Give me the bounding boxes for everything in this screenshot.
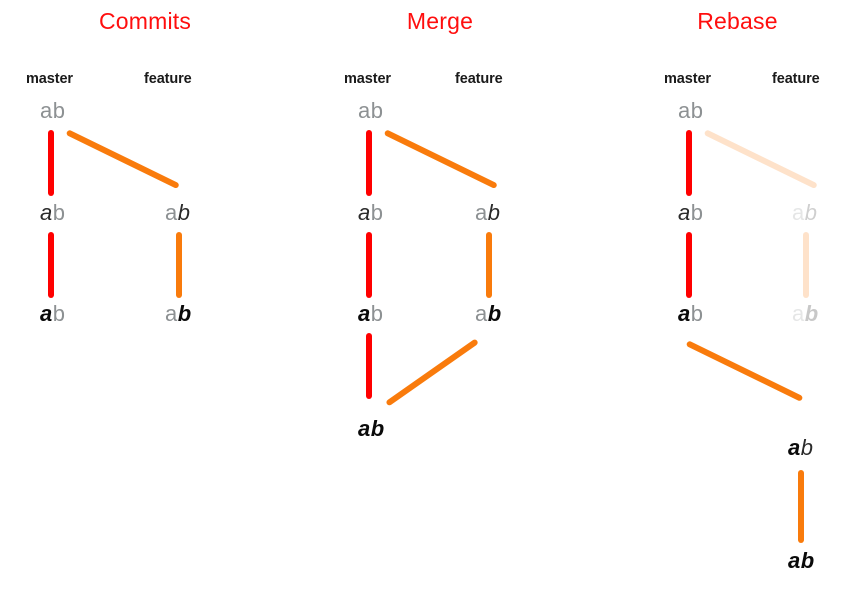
commit-node[interactable]: ab xyxy=(40,303,66,325)
commit-node[interactable]: ab xyxy=(165,303,192,325)
edge-branch-diagonal xyxy=(65,129,180,190)
glyph-a: a xyxy=(678,301,691,326)
branch-header-feature: feature xyxy=(455,71,503,87)
glyph-a: a xyxy=(475,200,488,225)
commit-node-ghost[interactable]: ab xyxy=(792,202,818,224)
glyph-a: a xyxy=(792,301,805,326)
commit-node[interactable]: ab xyxy=(40,202,66,224)
branch-header-master: master xyxy=(344,71,391,87)
panel-title-merge: Merge xyxy=(406,8,474,34)
edge-feature-vertical xyxy=(486,232,492,298)
edge-branch-diagonal-ghost xyxy=(703,129,818,190)
glyph-a: a xyxy=(792,200,805,225)
commit-node[interactable]: ab xyxy=(678,100,704,122)
glyph-a: a xyxy=(358,200,371,225)
commit-node[interactable]: ab xyxy=(358,100,384,122)
glyph-a: a xyxy=(165,301,178,326)
glyph-a: a xyxy=(40,301,53,326)
edge-master-vertical xyxy=(366,130,372,196)
edge-feature-vertical xyxy=(798,470,804,543)
glyph-b: b xyxy=(370,98,384,123)
edge-feature-vertical-ghost xyxy=(803,232,809,298)
glyph-a: a xyxy=(165,200,178,225)
edge-master-vertical xyxy=(686,232,692,298)
panel-commits: Commits master feature ab ab ab ab ab xyxy=(0,0,290,606)
commit-node[interactable]: ab xyxy=(358,202,384,224)
branch-header-master: master xyxy=(664,71,711,87)
glyph-b: b xyxy=(690,301,704,326)
glyph-a: a xyxy=(678,200,691,225)
glyph-a: a xyxy=(358,98,371,123)
branch-header-feature: feature xyxy=(144,71,192,87)
commit-node[interactable]: ab xyxy=(788,437,814,459)
glyph-a: a xyxy=(788,548,801,573)
edge-master-vertical xyxy=(48,232,54,298)
commit-node[interactable]: ab xyxy=(475,202,501,224)
glyph-b: b xyxy=(690,200,704,225)
edge-rebase-diagonal xyxy=(685,340,804,402)
edge-merge-diagonal xyxy=(385,338,479,407)
glyph-b: b xyxy=(370,200,384,225)
glyph-a: a xyxy=(788,435,801,460)
glyph-b: b xyxy=(690,98,704,123)
panel-merge: Merge master feature ab ab ab ab ab ab xyxy=(300,0,580,606)
glyph-b: b xyxy=(52,301,66,326)
glyph-b: b xyxy=(370,301,384,326)
edge-master-vertical xyxy=(48,130,54,196)
glyph-a: a xyxy=(40,98,53,123)
edge-master-vertical xyxy=(366,232,372,298)
glyph-b: b xyxy=(177,301,192,326)
commit-node[interactable]: ab xyxy=(678,303,704,325)
commit-node[interactable]: ab xyxy=(358,418,385,440)
panel-title-rebase: Rebase xyxy=(697,8,778,34)
commit-node[interactable]: ab xyxy=(358,303,384,325)
glyph-a: a xyxy=(475,301,488,326)
glyph-b: b xyxy=(804,301,819,326)
edge-branch-diagonal xyxy=(383,129,498,190)
branch-header-master: master xyxy=(26,71,73,87)
glyph-a: a xyxy=(358,416,371,441)
glyph-b: b xyxy=(800,548,815,573)
commit-node-ghost[interactable]: ab xyxy=(792,303,819,325)
commit-node[interactable]: ab xyxy=(788,550,815,572)
commit-node[interactable]: ab xyxy=(40,100,66,122)
glyph-b: b xyxy=(52,98,66,123)
glyph-a: a xyxy=(678,98,691,123)
edge-master-vertical xyxy=(366,333,372,399)
glyph-b: b xyxy=(804,200,818,225)
glyph-a: a xyxy=(358,301,371,326)
panel-title-commits: Commits xyxy=(98,8,192,34)
edge-feature-vertical xyxy=(176,232,182,298)
commit-node[interactable]: ab xyxy=(165,202,191,224)
branch-header-feature: feature xyxy=(772,71,820,87)
commit-node[interactable]: ab xyxy=(678,202,704,224)
glyph-b: b xyxy=(370,416,385,441)
commit-node[interactable]: ab xyxy=(475,303,502,325)
glyph-b: b xyxy=(52,200,66,225)
edge-master-vertical xyxy=(686,130,692,196)
glyph-b: b xyxy=(487,301,502,326)
glyph-b: b xyxy=(177,200,191,225)
glyph-a: a xyxy=(40,200,53,225)
glyph-b: b xyxy=(800,435,814,460)
glyph-b: b xyxy=(487,200,501,225)
panel-rebase: Rebase master feature ab ab ab ab ab ab … xyxy=(620,0,855,606)
